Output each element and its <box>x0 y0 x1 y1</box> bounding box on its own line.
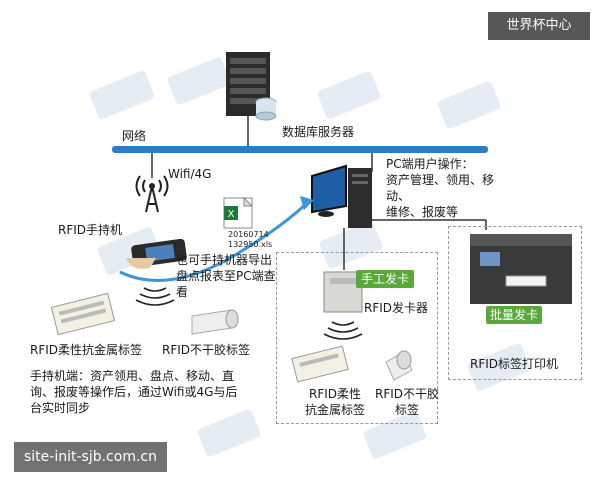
excel-file-icon: X <box>223 196 254 229</box>
handheld-signal-icon <box>135 287 175 306</box>
svg-text:X: X <box>228 209 235 220</box>
flex-metal-tag-right-label: RFID柔性 抗金属标签 <box>304 387 365 417</box>
db-server-label: 数据库服务器 <box>282 125 355 139</box>
server-rack-icon <box>226 52 277 121</box>
rfid-label-printer-icon <box>470 234 572 304</box>
adhesive-tag-right-icon <box>385 350 413 381</box>
sync-arrow-icon <box>119 196 314 282</box>
adhesive-tag-left-icon <box>191 309 239 335</box>
rfid-handheld-label: RFID手持机 <box>58 223 123 237</box>
wireless-antenna-icon <box>135 175 169 213</box>
url-banner: site-init-sjb.com.cn <box>14 442 167 472</box>
excel-file-label: 20160714 132950.xls <box>228 230 273 249</box>
rfid-label-printer-label: RFID标签打印机 <box>470 357 559 371</box>
rfid-card-issuer-label: RFID发卡器 <box>364 301 429 315</box>
adhesive-tag-left-label: RFID不干胶标签 <box>162 343 251 357</box>
rfid-handheld-icon <box>126 238 187 269</box>
batch-card-tag: 批量发卡 <box>486 306 542 324</box>
handheld-description: 手持机端：资产领用、盘点、移动、直 询、报废等操作后，通过Wifi或4G与后 台… <box>30 369 238 415</box>
pc-computer-icon <box>311 164 372 228</box>
pc-operations-label: PC端用户操作： 资产管理、领用、移动、 维修、报废等 <box>386 157 495 219</box>
manual-issue-box <box>276 252 438 424</box>
adhesive-tag-right-label: RFID不干胶 标签 <box>374 387 440 417</box>
network-label: 网络 <box>122 129 147 143</box>
batch-issue-box <box>448 226 582 380</box>
flex-metal-tag-left-label: RFID柔性抗金属标签 <box>30 343 143 357</box>
rfid-card-issuer-icon <box>323 271 363 313</box>
manual-card-tag: 手工发卡 <box>356 270 414 288</box>
flex-metal-tag-right-icon <box>291 345 349 383</box>
watermark-badge: 世界杯中心 <box>488 12 590 40</box>
network-bar <box>112 146 488 153</box>
export-note-label: 也可手持机器导出 盘点报表至PC端查 看 <box>176 253 276 299</box>
flex-metal-tag-left-icon <box>50 292 116 336</box>
wifi-4g-label: Wifi/4G <box>168 167 212 181</box>
card-issuer-signal-icon <box>323 321 363 340</box>
